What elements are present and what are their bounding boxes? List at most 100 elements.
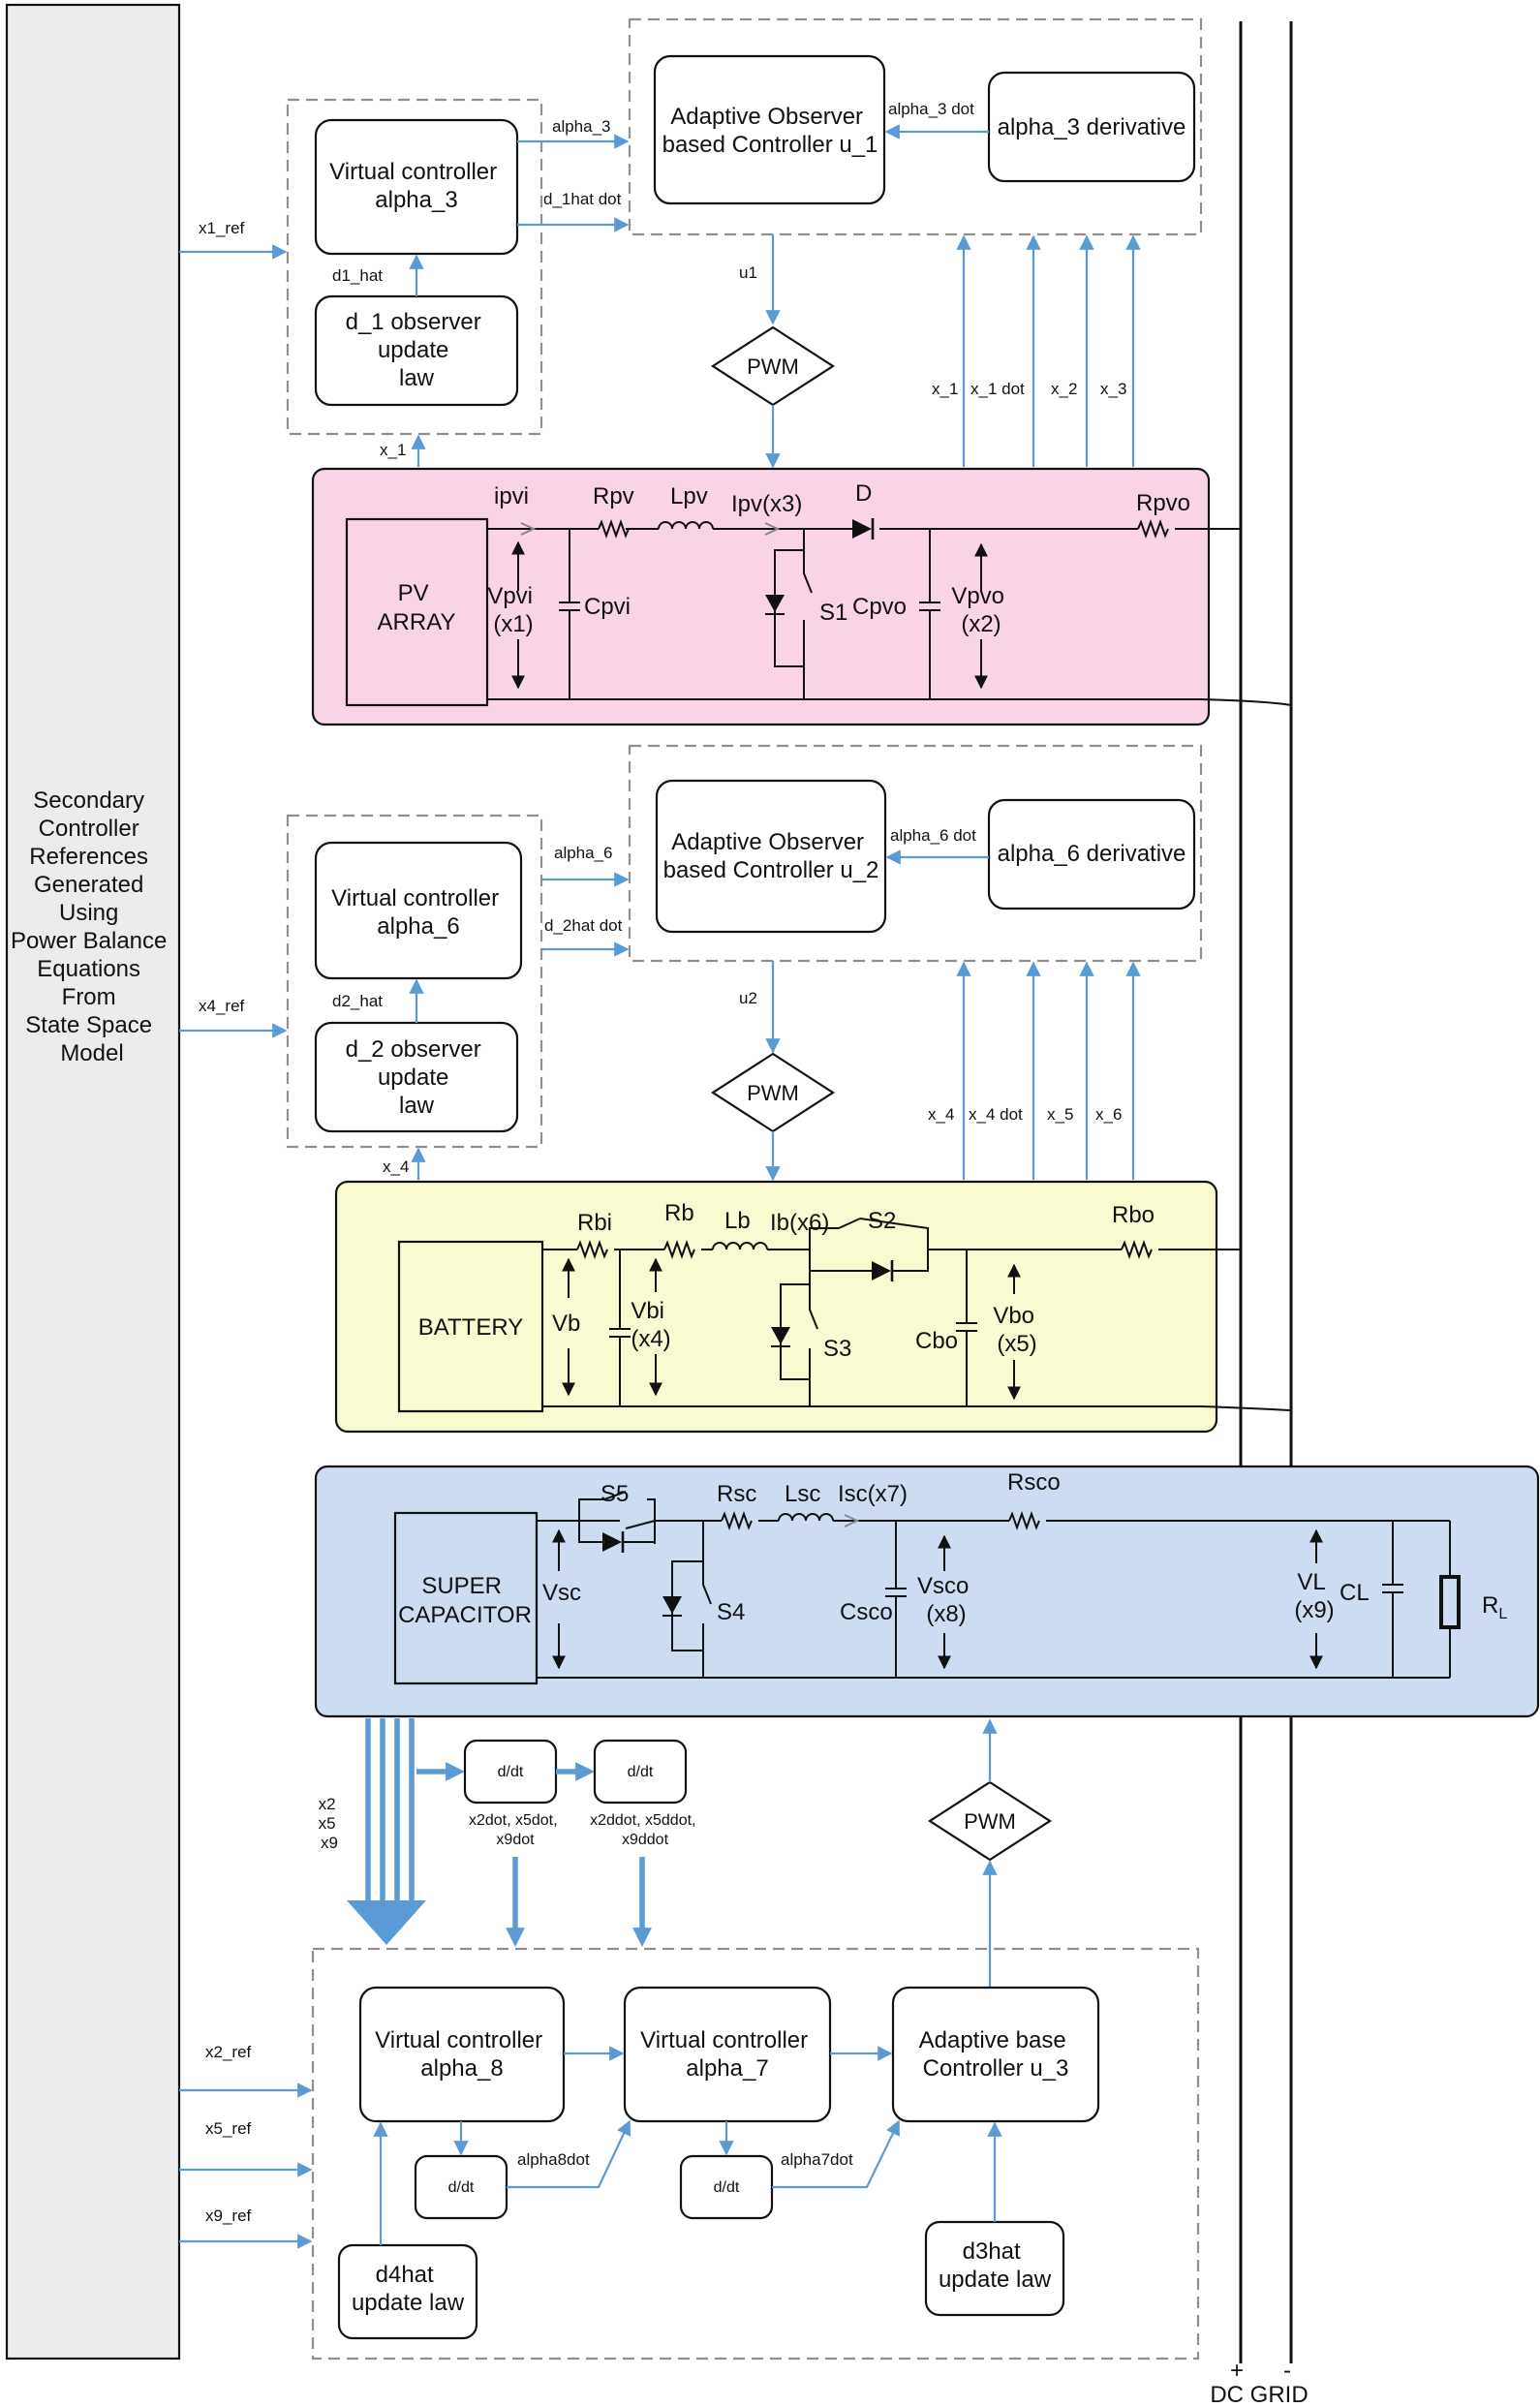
cbo-label: Cbo [915,1328,958,1354]
alpha8dot-label: alpha8dot [517,2150,590,2169]
s1-label: S1 [819,600,847,626]
d2hat-dot-label: d_2hat dot [544,916,623,935]
rpv-resistor [598,519,630,539]
pv-controller-group [628,17,1203,236]
alpha6-dot-label: alpha_6 dot [890,826,976,845]
vsc-label: Vsc [542,1580,581,1606]
lsc-label: Lsc [785,1481,820,1507]
alpha3-dot-label: alpha_3 dot [888,100,974,118]
supercap-source [393,1511,539,1685]
fb-x3-label: x_3 [1100,380,1126,398]
adaptive-controller-u2-label: Adaptive Observer based Controller u_2 [663,829,879,883]
cbi-capacitor [609,1250,631,1406]
rsco-resistor [1008,1511,1040,1530]
ref-line-10: Model [60,1040,123,1066]
rpv-label: Rpv [593,483,634,509]
ddt1-label: d/dt [498,1764,524,1780]
alpha7dot-arrow [772,2119,900,2189]
rl-label: RL [1482,1592,1507,1622]
d4hat-update-label: d4hat update law [352,2262,465,2316]
vc-alpha7-label: Virtual controller alpha_7 [640,2027,815,2082]
ddt2-out-label: x2ddot, x5ddot, x9ddot [590,1812,700,1848]
alpha3-derivative-label: alpha_3 derivative [998,114,1186,140]
diode-label: D [855,480,872,507]
fb-x4-label: x_4 [928,1105,954,1124]
adaptive-controller-u3-block [891,1986,1100,2123]
bus-states-label: x2 x5 x9 [319,1795,341,1852]
bus-plus-sign: + [1230,2358,1244,2384]
cpvo-capacitor [919,529,940,699]
supercap-controller-group [311,1947,1200,2361]
battery-circuit-panel [334,1180,1218,1434]
adaptive-controller-u2-block [655,779,887,934]
rpvo-label: Rpvo [1136,490,1190,516]
lb-label: Lb [724,1208,751,1234]
battery-observer-group [286,814,543,1149]
dc-grid-label: DC GRID [1210,2382,1308,2407]
s2-switch-diode [810,1218,929,1272]
isc-label: Isc(x7) [838,1481,908,1507]
x5-ref-label: x5_ref [205,2119,252,2138]
ddt1-out-label: x2dot, x5dot, x9dot [469,1812,562,1848]
ddt8-label: d/dt [448,2179,475,2196]
u1-label: u1 [739,263,757,282]
vpvo-label: Vpvo (x2) [951,583,1010,637]
rbi-label: Rbi [577,1210,612,1236]
fb-x6-label: x_6 [1095,1105,1122,1124]
vsco-label: Vsco (x8) [917,1573,975,1627]
cpvo-label: Cpvo [852,594,907,620]
vc-alpha6-block [314,841,523,980]
ddt2-label: d/dt [628,1764,654,1780]
cpvi-label: Cpvi [584,594,631,620]
vc-alpha8-label: Virtual controller alpha_8 [375,2027,549,2082]
ref-line-1: Secondary [33,787,144,814]
fb-x1dot-label: x_1 dot [970,380,1025,398]
alpha3-derivative-block [987,71,1196,183]
d2-observer-label: d_2 observer update law [346,1036,488,1119]
vpvi-label: Vpvi (x1) [487,583,539,637]
rbi-resistor [576,1240,608,1259]
vc-alpha3-block [314,118,519,256]
battery-controller-group [628,744,1203,963]
rsc-label: Rsc [717,1481,756,1507]
pv-array-source [345,517,489,707]
lb-inductor [712,1242,768,1250]
d1-observer-label: d_1 observer update law [346,309,488,391]
alpha6-derivative-block [987,798,1196,910]
alpha6-derivative-label: alpha_6 derivative [998,841,1186,867]
fb-x1-label: x_1 [932,380,958,398]
ref-line-9: State Space [25,1012,152,1038]
rsc-resistor [721,1511,753,1530]
vc-alpha6-label: Virtual controller alpha_6 [331,885,506,940]
pwm3-diamond [927,1780,1053,1862]
pv-circuit-panel [311,467,1211,726]
supercap-circuit-panel [314,1465,1540,1718]
s4-label: S4 [717,1599,745,1625]
ipv-label: Ipv(x3) [731,491,802,517]
d3hat-update-label: d3hat update law [939,2238,1052,2293]
vc-alpha3-label: Virtual controller alpha_3 [329,159,504,213]
ref-line-7: Equations [37,956,140,982]
alpha6-label: alpha_6 [554,844,613,862]
battery-bottom-rail [542,1405,1292,1411]
x9-ref-label: x9_ref [205,2206,252,2225]
vbo-label: Vbo (x5) [993,1303,1040,1357]
pv-array-label: PV ARRAY [378,580,456,635]
vc-alpha7-block [623,1986,832,2123]
pv-bottom-rail [487,698,1292,706]
x1-ref-label: x1_ref [199,219,245,237]
adaptive-controller-u1-label: Adaptive Observer based Controller u_1 [662,104,878,158]
d2hat-label: d2_hat [332,992,383,1010]
lpv-label: Lpv [670,483,708,509]
alpha8dot-arrow [507,2119,631,2189]
s3-label: S3 [823,1336,851,1362]
rsco-label: Rsco [1007,1469,1061,1496]
rb-resistor [663,1240,695,1259]
ddt7-label: d/dt [714,2179,740,2196]
pwm3-label: PWM [964,1809,1016,1834]
ref-line-6: Power Balance [11,928,167,954]
vb-label: Vb [552,1311,580,1337]
ref-line-2: Controller [39,816,139,842]
sc-top-rail [537,1520,1450,1544]
